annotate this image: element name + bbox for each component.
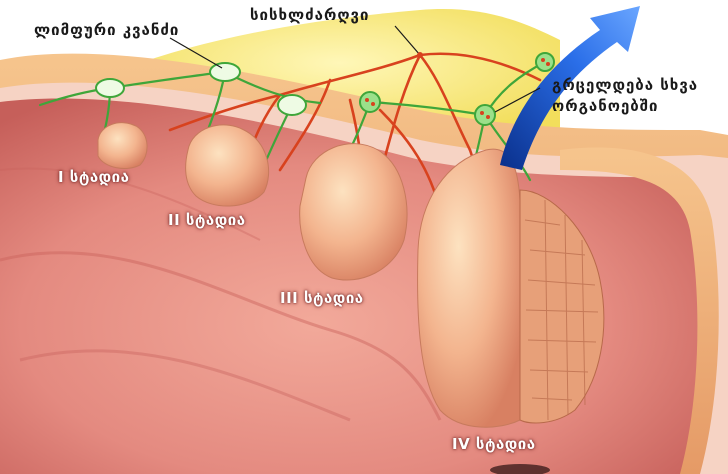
stage-2-label: II სტადია	[168, 213, 246, 228]
lymph-node	[96, 79, 124, 97]
blood-vessel-label: სისხლძარღვი	[250, 8, 369, 23]
vessel-junction	[417, 52, 423, 58]
stage-1-label: I სტადია	[58, 170, 129, 185]
stage-4-label: IV სტადია	[452, 437, 536, 452]
spread-label-line2: ორგანოებში	[552, 99, 658, 114]
tumor-stage-3	[300, 144, 407, 280]
lymph-node-affected	[475, 105, 495, 125]
lymph-node	[278, 95, 306, 115]
tumor-stage-1	[98, 123, 147, 169]
lymph-node	[210, 63, 240, 81]
stage-3-label: III სტადია	[280, 291, 364, 306]
lymph-node-label: ლიმფური კვანძი	[34, 23, 179, 38]
lymph-node-affected	[536, 53, 554, 71]
lymph-node-affected	[360, 92, 380, 112]
spread-label-line1: გრცელდება სხვა	[552, 78, 698, 93]
